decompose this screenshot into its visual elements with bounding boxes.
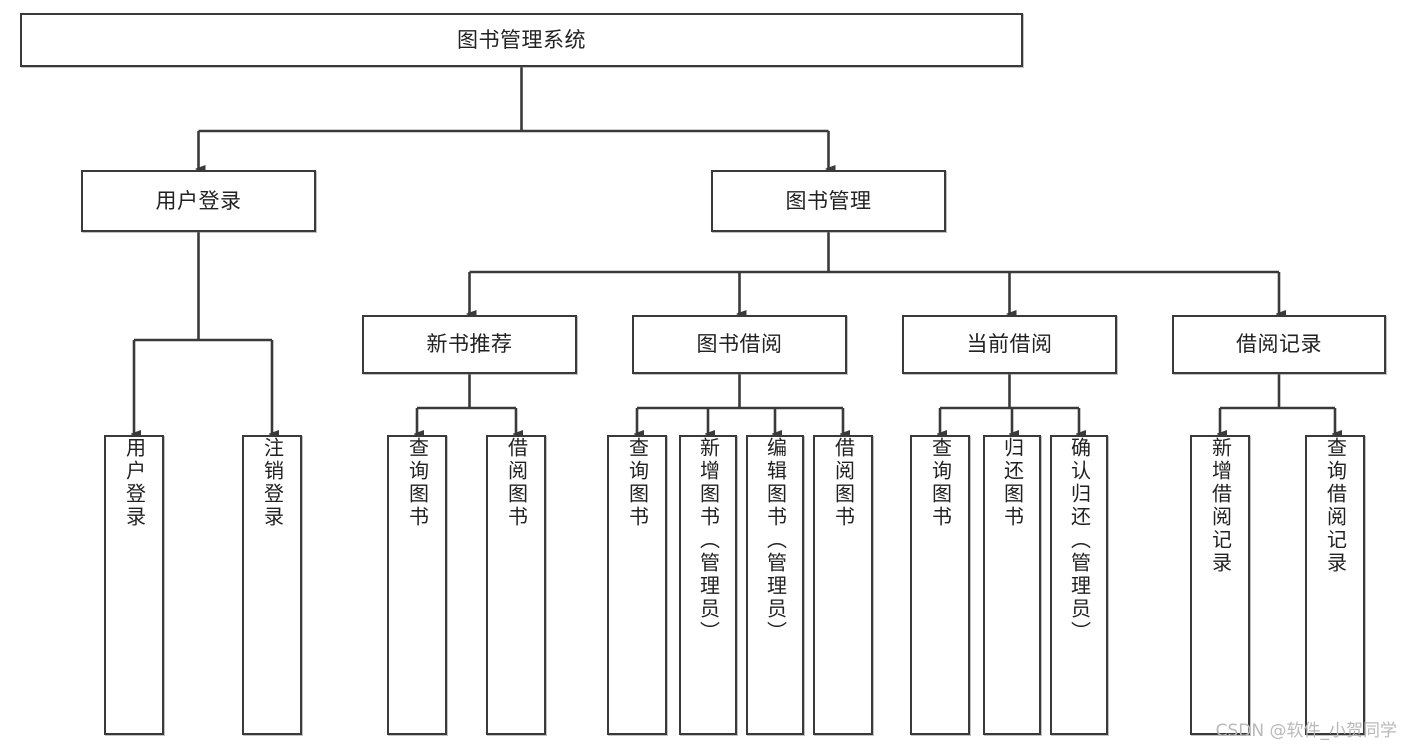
node-label: 新增图书（管理员） [696,437,721,644]
node-label: 编辑图书（管理员） [763,437,788,644]
node-leaf-query-book-current[interactable]: 查询图书 [910,435,970,735]
node-label: 图书管理系统 [457,27,586,52]
node-label: 新书推荐 [426,332,513,357]
node-label: 新增借阅记录 [1208,437,1233,575]
node-label: 借阅图书 [831,437,856,529]
node-leaf-borrow-book-recommend[interactable]: 借阅图书 [486,435,546,735]
node-label: 查询图书 [405,437,430,529]
node-borrow-records[interactable]: 借阅记录 [1172,315,1386,374]
node-label: 查询图书 [928,437,953,529]
node-leaf-confirm-return[interactable]: 确认归还（管理员） [1050,435,1108,735]
node-leaf-borrow-book[interactable]: 借阅图书 [813,435,873,735]
node-label: 查询图书 [625,437,650,529]
node-leaf-user-login[interactable]: 用户登录 [104,435,164,735]
node-label: 归还图书 [1000,437,1025,529]
node-label: 借阅记录 [1236,332,1322,357]
node-leaf-add-borrow-record[interactable]: 新增借阅记录 [1190,435,1250,735]
node-label: 注销登录 [260,437,285,529]
node-leaf-return-book[interactable]: 归还图书 [983,435,1041,735]
node-root-system[interactable]: 图书管理系统 [20,13,1023,67]
node-label: 图书管理 [785,188,872,213]
node-new-book-recommend[interactable]: 新书推荐 [362,315,577,374]
node-label: 借阅图书 [504,437,529,529]
node-label: 查询借阅记录 [1323,437,1348,575]
node-label: 图书借阅 [696,332,783,357]
node-label: 用户登录 [155,188,242,213]
node-current-borrow[interactable]: 当前借阅 [902,315,1117,374]
node-label: 用户登录 [122,437,147,529]
node-book-borrow[interactable]: 图书借阅 [632,315,847,374]
node-label: 当前借阅 [966,332,1053,357]
node-leaf-add-book[interactable]: 新增图书（管理员） [679,435,737,735]
node-leaf-query-book-borrow[interactable]: 查询图书 [607,435,667,735]
node-book-management[interactable]: 图书管理 [711,170,946,232]
node-leaf-logout[interactable]: 注销登录 [242,435,302,735]
node-leaf-query-book-recommend[interactable]: 查询图书 [387,435,447,735]
csdn-watermark: CSDN @软件_小贺同学 [1215,721,1397,741]
node-leaf-edit-book[interactable]: 编辑图书（管理员） [746,435,804,735]
node-user-login[interactable]: 用户登录 [81,170,316,232]
connector-group [134,67,1335,434]
node-label: 确认归还（管理员） [1067,437,1092,644]
node-leaf-query-borrow-record[interactable]: 查询借阅记录 [1305,435,1365,735]
